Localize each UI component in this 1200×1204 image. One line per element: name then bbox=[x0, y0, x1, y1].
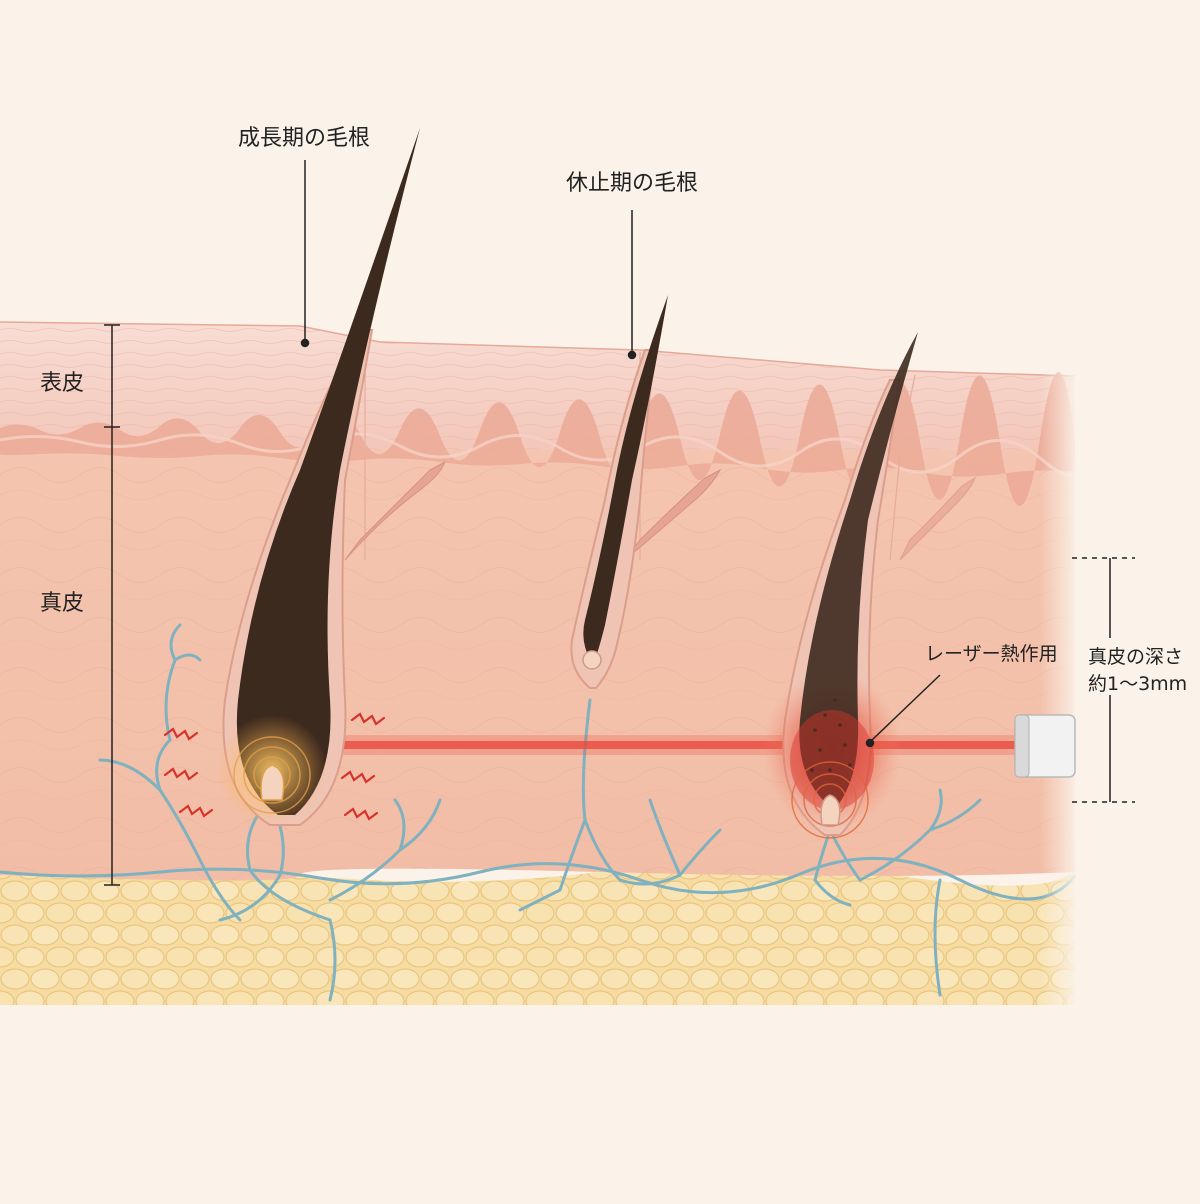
anagen-root-label: 成長期の毛根 bbox=[238, 126, 370, 151]
dermis-label: 真皮 bbox=[40, 591, 84, 616]
telogen-hair-follicle bbox=[570, 295, 668, 689]
epidermis-layer bbox=[0, 321, 1078, 507]
arrector-pili-muscles bbox=[344, 460, 977, 561]
blood-vessels bbox=[0, 623, 1077, 1002]
dermis-depth-bracket bbox=[1072, 557, 1135, 803]
laser-device bbox=[1014, 714, 1076, 778]
telogen-root-label: 休止期の毛根 bbox=[566, 171, 698, 196]
epidermis-label: 表皮 bbox=[40, 371, 84, 396]
laser-heated-hair-follicle bbox=[762, 332, 918, 839]
edge-fade bbox=[1040, 300, 1080, 1020]
depth-label-line1: 真皮の深さ bbox=[1088, 646, 1183, 668]
leader-lines bbox=[300, 160, 941, 748]
dermis-layer bbox=[0, 440, 1075, 881]
laser-action-label: レーザー熱作用 bbox=[925, 643, 1058, 665]
depth-label-line2: 約1〜3mm bbox=[1088, 673, 1187, 695]
anagen-hair-follicle bbox=[217, 128, 420, 826]
fat-layer bbox=[0, 863, 1075, 1005]
heat-zigzags bbox=[163, 712, 386, 821]
layer-brackets bbox=[104, 324, 120, 886]
